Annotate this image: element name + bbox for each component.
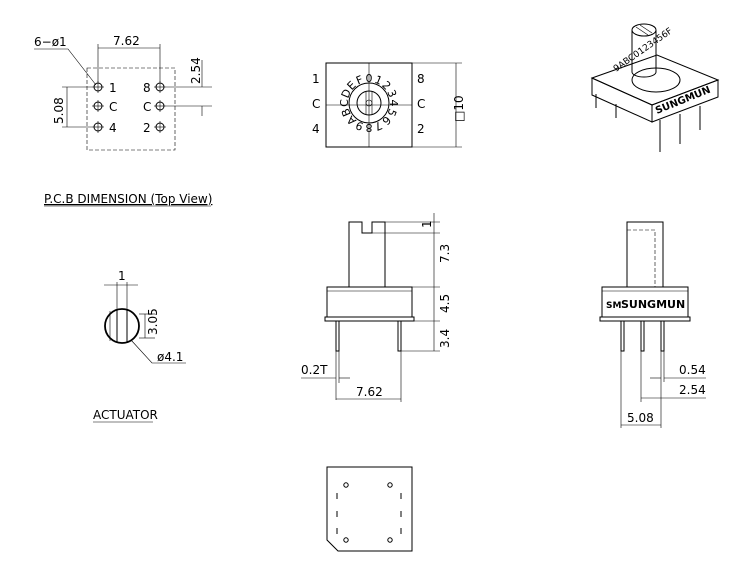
top-pin-label: C bbox=[417, 97, 425, 111]
iso-dial-chars: 9ABC0123456F bbox=[612, 26, 675, 74]
dial-char: 5 bbox=[384, 107, 399, 118]
dial-char: C bbox=[338, 99, 351, 107]
side-shaft bbox=[348, 221, 386, 287]
iso-right-face bbox=[651, 79, 719, 123]
leader-line bbox=[34, 48, 97, 86]
front-shaft bbox=[626, 221, 664, 288]
side-lead-pitch-label: 7.62 bbox=[356, 385, 383, 399]
front-brand-mark: SM bbox=[606, 301, 621, 311]
dial-knob bbox=[356, 90, 382, 116]
dial-char: 0 bbox=[366, 72, 373, 85]
top-pin-label: 1 bbox=[312, 72, 320, 86]
pcb-pin-label: 8 bbox=[143, 81, 151, 95]
dial-char: 3 bbox=[384, 88, 399, 99]
pcb-pitch-y-label: 2.54 bbox=[189, 57, 203, 84]
pcb-caption: P.C.B DIMENSION (Top View) bbox=[44, 192, 212, 206]
actuator-circle bbox=[104, 308, 140, 344]
pcb-hole bbox=[92, 81, 104, 93]
actuator-caption: ACTUATOR bbox=[93, 408, 158, 422]
dial-char: 8 bbox=[366, 121, 373, 134]
dial-char: 4 bbox=[387, 100, 400, 107]
actuator-diameter-label: ø4.1 bbox=[157, 350, 183, 364]
pcb-pin-label: 1 bbox=[109, 81, 117, 95]
side-shaft-height-label: 7.3 bbox=[438, 244, 452, 263]
iso-view: 9ABC0123456F SUNGMUN bbox=[590, 23, 720, 152]
front-brand: SUNGMUN bbox=[621, 298, 685, 311]
actuator-view: 1 3.05 ø4.1 ACTUATOR bbox=[93, 269, 186, 423]
pcb-pin-label: 2 bbox=[143, 121, 151, 135]
dial-char: 1 bbox=[373, 73, 384, 88]
iso-shaft bbox=[631, 30, 657, 78]
side-lead bbox=[335, 320, 340, 352]
pcb-pin-label: 4 bbox=[109, 121, 117, 135]
pcb-hole bbox=[154, 81, 166, 93]
top-pin-label: 2 bbox=[417, 122, 425, 136]
pcb-outline bbox=[86, 67, 176, 151]
front-dim-c-label: 5.08 bbox=[627, 411, 654, 425]
front-dim-b-label: 2.54 bbox=[679, 383, 706, 397]
pcb-dimension-view: 1 C 4 8 C 2 7.62 6−ø1 2.54 5.08 P.C.B DI… bbox=[34, 34, 212, 207]
top-pin-label: 4 bbox=[312, 122, 320, 136]
side-body-height-label: 4.5 bbox=[438, 294, 452, 313]
bottom-outline bbox=[326, 466, 413, 552]
actuator-slot-label: 1 bbox=[118, 269, 126, 283]
top-pin-label: C bbox=[312, 97, 320, 111]
front-view: SM SUNGMUN 0.54 2.54 5.08 bbox=[599, 221, 706, 428]
side-lead-thickness-label: 0.2T bbox=[301, 363, 328, 377]
side-body bbox=[326, 286, 413, 318]
pcb-hole bbox=[92, 121, 104, 133]
pcb-height-label: 5.08 bbox=[52, 97, 66, 124]
front-dim-a-label: 0.54 bbox=[679, 363, 706, 377]
dial-ring bbox=[348, 82, 390, 124]
dial-char: 9 bbox=[354, 118, 365, 133]
pcb-holes-label: 6−ø1 bbox=[34, 35, 67, 49]
dial-char: B bbox=[339, 106, 354, 118]
front-lead bbox=[620, 320, 625, 352]
front-lead bbox=[660, 320, 665, 352]
front-lead bbox=[640, 320, 645, 352]
pcb-pin-label: C bbox=[143, 100, 151, 114]
pcb-hole bbox=[154, 121, 166, 133]
dial-char: F bbox=[354, 73, 365, 87]
dial-char: 7 bbox=[373, 118, 384, 133]
side-view: 1 7.3 4.5 3.4 0.2T 7.62 bbox=[301, 213, 452, 402]
bottom-view bbox=[326, 466, 413, 552]
pcb-pin-label: C bbox=[109, 100, 117, 114]
side-lead-length-label: 3.4 bbox=[438, 329, 452, 348]
top-pin-label: 8 bbox=[417, 72, 425, 86]
iso-left-face bbox=[591, 77, 653, 123]
side-top-gap-label: 1 bbox=[420, 220, 434, 228]
top-size-label: □10 bbox=[452, 95, 466, 122]
pcb-hole bbox=[154, 100, 166, 112]
side-lead bbox=[397, 320, 402, 352]
actuator-flat-label: 3.05 bbox=[146, 308, 160, 335]
pcb-hole bbox=[92, 100, 104, 112]
pcb-pitch-x-label: 7.62 bbox=[113, 34, 140, 48]
